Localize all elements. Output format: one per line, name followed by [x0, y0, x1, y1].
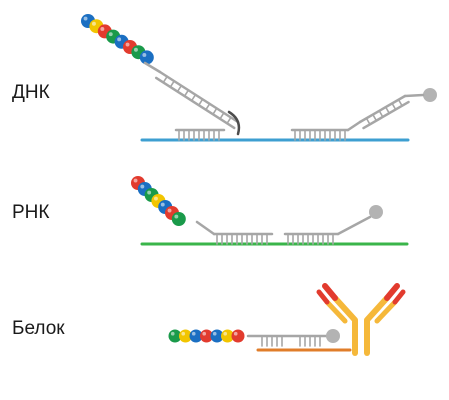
rna-barcode-bead-highlight: [167, 208, 172, 213]
dna-right-duplex-rung: [372, 113, 378, 122]
antibody-tip-left: [322, 283, 338, 301]
dna-barcode-bead-highlight: [125, 42, 130, 47]
dna-left-duplex-strand-a: [158, 70, 240, 124]
antibody-arm-right: [364, 295, 390, 323]
rna-barcode-bead-highlight: [133, 178, 138, 183]
rna-barcode-bead: [171, 212, 186, 226]
protein-barcode-bead-highlight: [191, 331, 196, 336]
rna-right-link: [336, 215, 372, 236]
dna-quencher: [423, 88, 437, 102]
dna-right-link: [346, 120, 362, 132]
dna-right-duplex-rung: [365, 117, 371, 126]
dna-left-duplex-rung: [205, 103, 211, 111]
dna-left-duplex-rung: [197, 98, 204, 106]
protein-assay: [168, 283, 406, 356]
dna-assay: [81, 14, 437, 142]
rna-quencher: [369, 205, 383, 219]
rna-assay: [131, 176, 409, 246]
dna-label: ДНК: [12, 82, 50, 103]
dna-barcode-bead-highlight: [83, 16, 88, 21]
antibody-arm-left: [332, 295, 358, 323]
dna-barcode-bead-highlight: [100, 26, 105, 31]
dna-left-duplex-strand-b: [154, 76, 236, 130]
antibody-light-left: [324, 299, 348, 324]
protein-quencher: [326, 329, 340, 343]
dna-right-duplex-rung: [378, 110, 384, 118]
dna-barcode-bead-highlight: [91, 21, 96, 26]
rna-barcode-bead-highlight: [160, 202, 165, 207]
protein-barcode-bead: [231, 329, 245, 343]
protein-barcode-bead-highlight: [233, 331, 238, 336]
antibody-tip-right-light: [392, 289, 406, 305]
rna-barcode-bead-highlight: [174, 214, 179, 219]
rna-barcode-bead-highlight: [147, 190, 152, 195]
dna-barcode-bead-highlight: [117, 37, 122, 42]
protein-barcode-bead-highlight: [181, 331, 186, 336]
protein-barcode-bead-highlight: [223, 331, 228, 336]
protein-barcode-bead-highlight: [212, 331, 217, 336]
rna-label: РНК: [12, 202, 50, 223]
antibody-heavy-chain-left: [352, 318, 358, 356]
dna-junction-strand: [227, 110, 241, 136]
dna-left-duplex-rung: [162, 75, 168, 84]
protein-barcode-bead-highlight: [170, 331, 175, 336]
dna-right-duplex-rung: [397, 98, 403, 107]
dna-tether: [143, 61, 162, 74]
dna-right-duplex-rung: [391, 102, 397, 111]
antibody-tip-left-light: [316, 289, 330, 305]
antibody-heavy-chain-right: [364, 318, 370, 356]
dna-left-duplex-rung: [226, 116, 232, 125]
protein-label: Белок: [12, 318, 65, 339]
dna-left-duplex-rung: [169, 80, 175, 88]
rna-tether: [195, 220, 216, 236]
dna-barcode-bead-highlight: [142, 52, 147, 57]
dna-right-duplex-strand-a: [358, 94, 407, 124]
dna-left-duplex-rung: [219, 112, 225, 120]
protein-barcode-bead-highlight: [202, 331, 207, 336]
rna-barcode-bead-highlight: [153, 196, 158, 201]
dna-left-duplex-rung: [212, 107, 218, 116]
rna-barcode-bead-highlight: [140, 184, 145, 189]
antibody-light-right: [374, 299, 398, 324]
dna-left-duplex-rung: [176, 84, 183, 93]
dna-left-duplex-rung: [190, 93, 197, 102]
dna-barcode-bead: [139, 50, 154, 65]
dna-right-duplex-strand-b: [362, 100, 410, 130]
dna-left-duplex-rung: [183, 89, 190, 97]
dna-quencher-tether: [403, 93, 425, 98]
dna-barcode-bead-highlight: [108, 32, 113, 37]
antibody-tip-right: [384, 283, 400, 301]
dna-barcode-bead-highlight: [133, 47, 138, 52]
dna-right-duplex-rung: [384, 106, 391, 115]
